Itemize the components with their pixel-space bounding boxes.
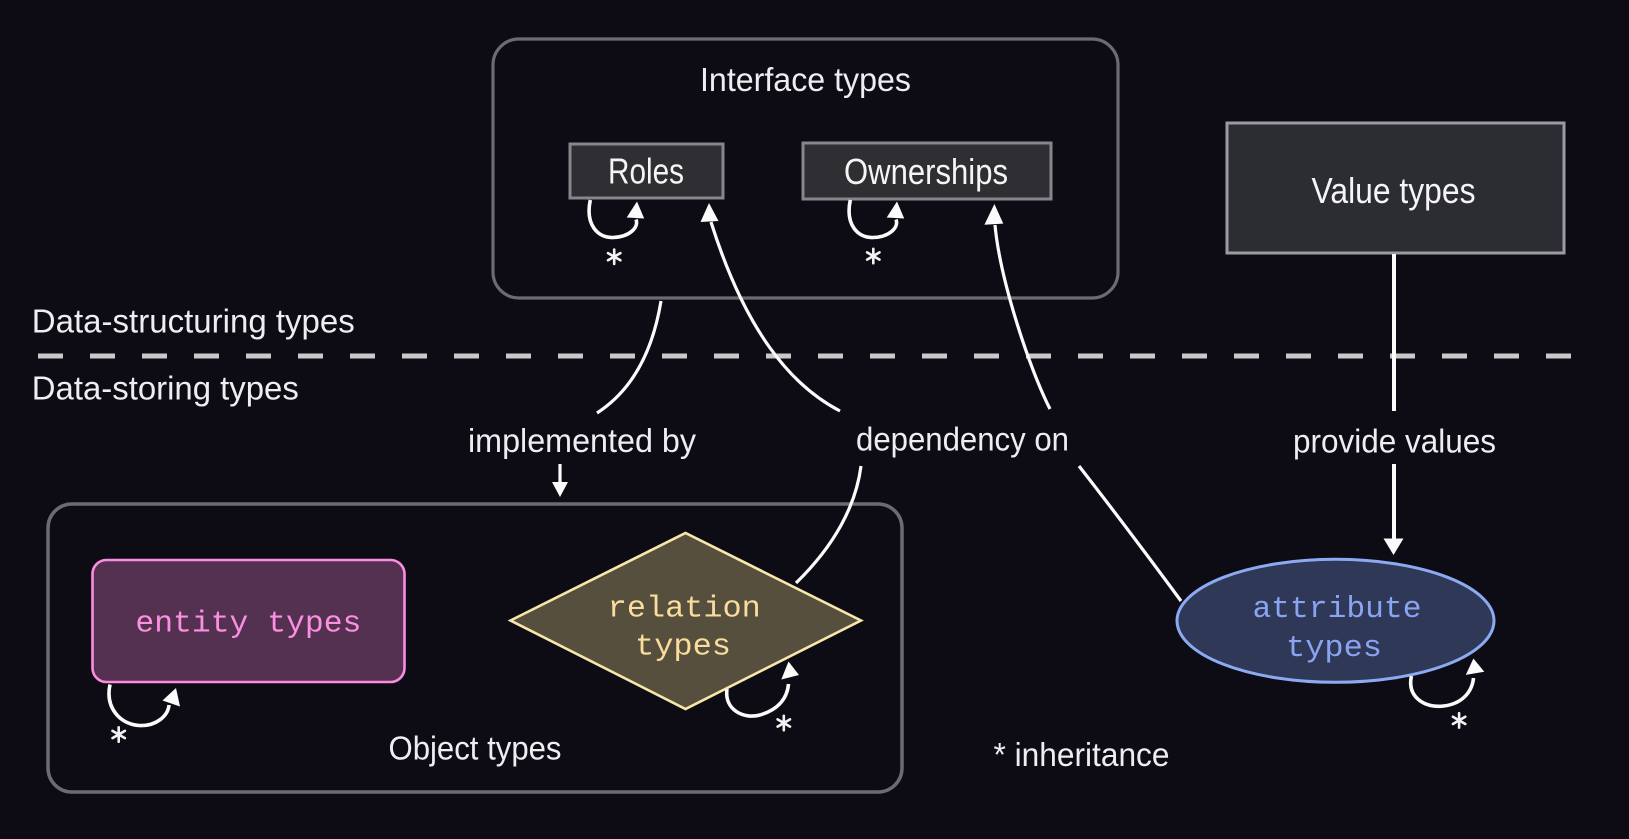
svg-text:types: types: [635, 630, 731, 665]
svg-text:provide values: provide values: [1293, 423, 1496, 460]
svg-text:attribute: attribute: [1253, 592, 1422, 627]
svg-text:Data-structuring types: Data-structuring types: [32, 303, 355, 340]
svg-text:implemented by: implemented by: [468, 422, 696, 459]
svg-text:Interface types: Interface types: [700, 61, 911, 98]
svg-text:Ownerships: Ownerships: [844, 151, 1008, 192]
svg-text:Value types: Value types: [1312, 170, 1476, 211]
svg-text:entity types: entity types: [135, 607, 361, 642]
svg-text:Roles: Roles: [608, 151, 684, 192]
svg-text:Object types: Object types: [389, 730, 562, 767]
svg-text:types: types: [1286, 631, 1382, 666]
svg-text:relation: relation: [608, 592, 761, 627]
svg-text:Data-storing types: Data-storing types: [32, 370, 299, 407]
svg-text:* inheritance: * inheritance: [994, 736, 1170, 773]
svg-text:dependency on: dependency on: [856, 421, 1069, 458]
